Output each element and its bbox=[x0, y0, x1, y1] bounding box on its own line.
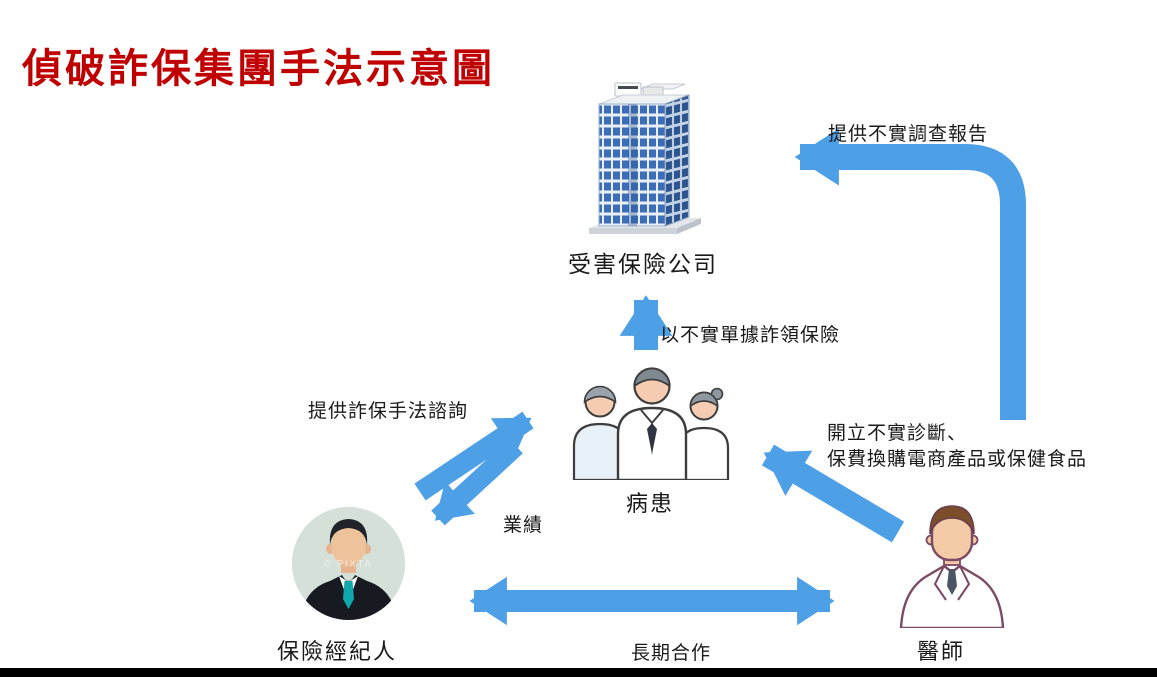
node-label-insurance-company: 受害保險公司 bbox=[568, 252, 718, 277]
edge-label-false-diagnosis-line2: 保費換購電商產品或保健食品 bbox=[827, 449, 1088, 470]
page-title: 偵破詐保集團手法示意圖 bbox=[22, 46, 495, 91]
doctor-avatar bbox=[893, 498, 1011, 628]
edge-label-false-investigation-report: 提供不實調查報告 bbox=[828, 124, 989, 145]
bottom-bar bbox=[0, 668, 1157, 677]
edge-label-sales-performance: 業績 bbox=[503, 515, 544, 536]
node-label-insurance-broker: 保險經紀人 bbox=[276, 639, 398, 664]
node-label-doctor: 醫師 bbox=[916, 639, 966, 664]
edge-label-long-term-cooperation: 長期合作 bbox=[631, 643, 712, 664]
stock-photo-watermark: © PIXTA bbox=[324, 559, 373, 570]
edge-label-false-diagnosis-line1: 開立不實診斷、 bbox=[827, 423, 968, 444]
edge-label-false-diagnosis: 開立不實診斷、 保費換購電商產品或保健食品 bbox=[827, 421, 1087, 473]
edge-label-false-receipts-claim: 以不實單據詐領保險 bbox=[660, 325, 841, 346]
edge-label-fraud-consulting: 提供詐保手法諮詢 bbox=[308, 401, 469, 422]
arrow-doctor-to-company bbox=[794, 128, 1026, 420]
arrow-broker-to-patients bbox=[414, 411, 534, 501]
arrow-patients-to-broker bbox=[431, 438, 523, 526]
businessman-avatar: © PIXTA bbox=[292, 507, 405, 620]
node-label-patients: 病患 bbox=[625, 491, 675, 516]
office-building-icon bbox=[585, 82, 703, 240]
patients-group-icon bbox=[562, 350, 742, 480]
